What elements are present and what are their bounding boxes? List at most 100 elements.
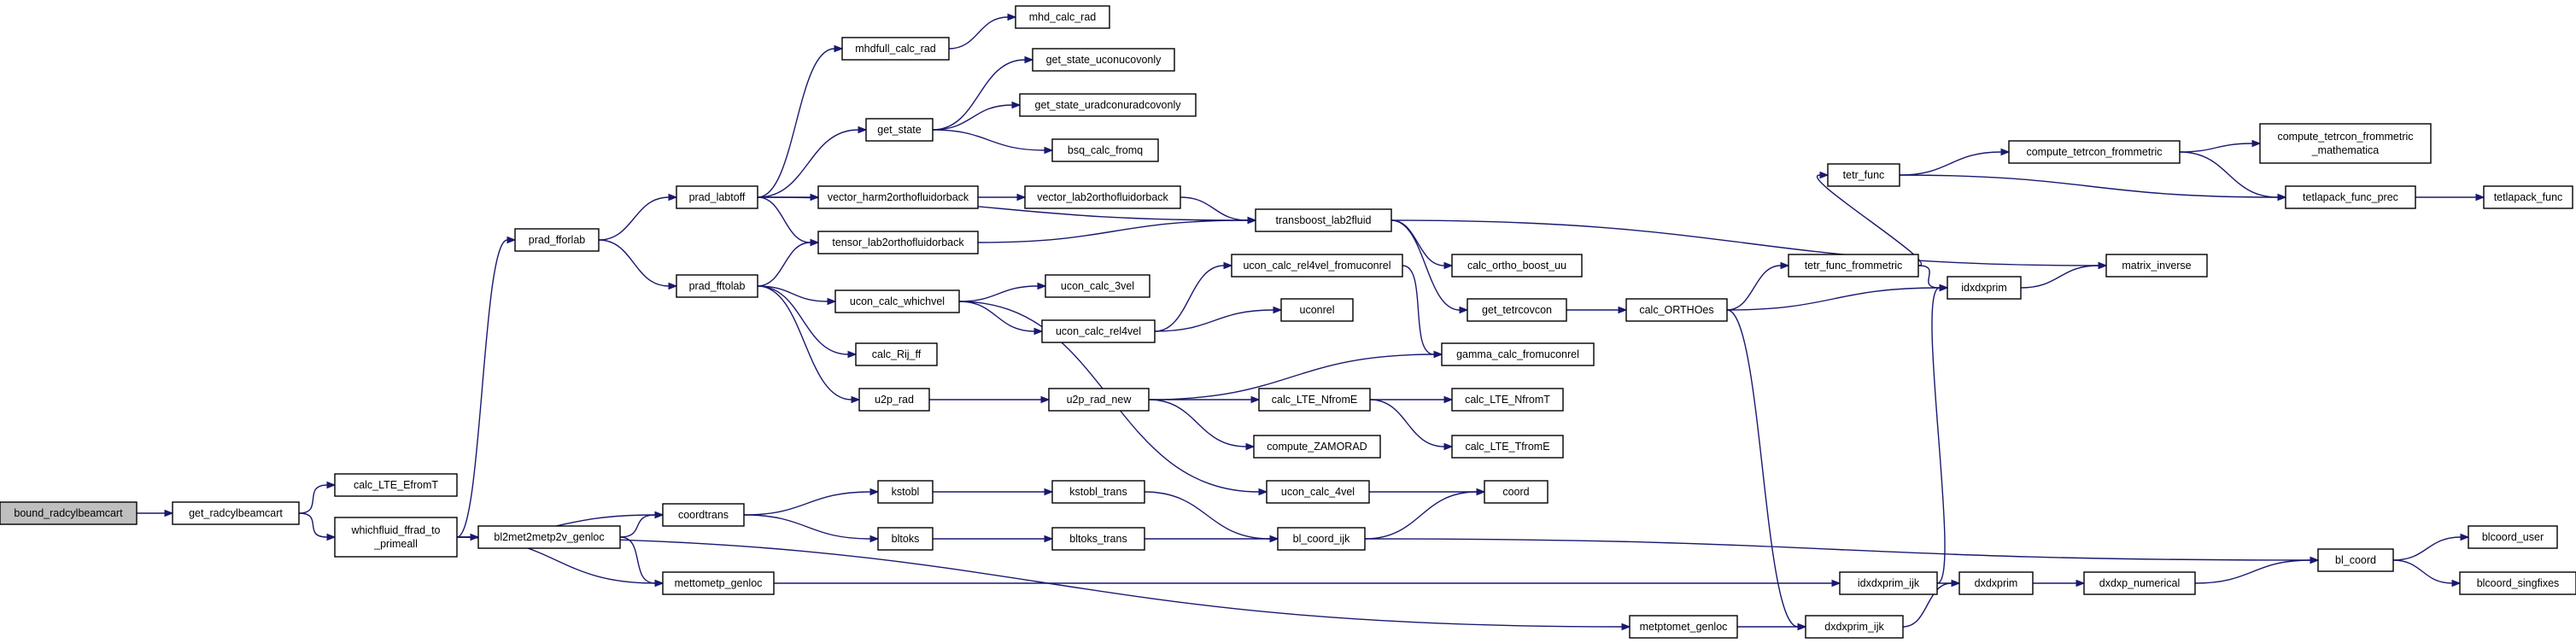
node-dxdxprim-ijk[interactable]: dxdxprim_ijk xyxy=(1805,615,1904,639)
arrowhead xyxy=(847,350,858,359)
node-u2p-rad-new[interactable]: u2p_rad_new xyxy=(1048,388,1150,412)
node-box xyxy=(1484,480,1549,504)
node-get-state-uradconuradcovonly[interactable]: get_state_uradconuradcovonly xyxy=(1019,93,1197,117)
node-box xyxy=(2459,571,2576,595)
node-vector-harm2orthofluidorback[interactable]: vector_harm2orthofluidorback xyxy=(817,185,979,209)
node-idxdxprim-ijk[interactable]: idxdxprim_ijk xyxy=(1839,571,1938,595)
node-get-radcylbeamcart[interactable]: get_radcylbeamcart xyxy=(172,501,300,525)
node-calc-Rij-ff[interactable]: calc_Rij_ff xyxy=(855,342,938,366)
node-label: bound_radcylbeamcart xyxy=(14,507,123,519)
edge-prad_fftolab-to-u2p_rad xyxy=(757,285,861,404)
node-box xyxy=(172,501,300,525)
node-dxdxprim[interactable]: dxdxprim xyxy=(1958,571,2034,595)
node-label: bsq_calc_fromq xyxy=(1068,144,1143,156)
node-bltoks-trans[interactable]: bltoks_trans xyxy=(1051,527,1145,551)
edge-line xyxy=(1726,287,1941,311)
node-kstobl-trans[interactable]: kstobl_trans xyxy=(1051,480,1145,504)
node-coord[interactable]: coord xyxy=(1484,480,1549,504)
node-ucon-calc-3vel[interactable]: ucon_calc_3vel xyxy=(1045,274,1150,298)
node-dxdxp-numerical[interactable]: dxdxp_numerical xyxy=(2083,571,2196,595)
arrowhead xyxy=(1044,535,1054,543)
edge-calc_ORTHOes-to-idxdxprim xyxy=(1726,284,1949,311)
node-box xyxy=(1280,298,1354,322)
node-ucon-calc-rel4vel[interactable]: ucon_calc_rel4vel xyxy=(1041,319,1156,343)
node-label: calc_LTE_NfromE xyxy=(1272,394,1358,406)
node-prad-labtoff[interactable]: prad_labtoff xyxy=(676,185,758,209)
node-label: calc_ORTHOes xyxy=(1639,304,1713,316)
node-tensor-lab2orthofluidorback[interactable]: tensor_lab2orthofluidorback xyxy=(817,231,979,254)
edge-get_tetrcovcon-to-calc_ORTHOes xyxy=(1566,306,1628,314)
node-box xyxy=(817,185,979,209)
node-bl2met2metp2v-genloc[interactable]: bl2met2metp2v_genloc xyxy=(477,525,621,549)
edge-line xyxy=(1902,582,1952,628)
arrowhead xyxy=(1250,395,1261,404)
node-tetlapack-func[interactable]: tetlapack_func xyxy=(2483,185,2573,209)
node-ucon-calc-whichvel[interactable]: ucon_calc_whichvel xyxy=(834,289,960,313)
edge-line xyxy=(1899,151,2002,176)
node-mettometp-genloc[interactable]: mettometp_genloc xyxy=(662,571,775,595)
node-metptomet-genloc[interactable]: metptomet_genloc xyxy=(1629,615,1738,639)
node-tetlapack-func-prec[interactable]: tetlapack_func_prec xyxy=(2285,185,2416,209)
node-blcoord-singfixes[interactable]: blcoord_singfixes xyxy=(2459,571,2576,595)
node-calc-LTE-NfromT[interactable]: calc_LTE_NfromT xyxy=(1451,388,1564,412)
node-bl-coord-ijk[interactable]: bl_coord_ijk xyxy=(1277,527,1366,551)
node-matrix-inverse[interactable]: matrix_inverse xyxy=(2105,254,2208,278)
node-calc-LTE-EfromT[interactable]: calc_LTE_EfromT xyxy=(334,473,458,497)
node-box xyxy=(1451,388,1564,412)
node-tetr-func[interactable]: tetr_func xyxy=(1827,163,1900,187)
arrowhead xyxy=(1016,193,1027,202)
edge-whichfluid_ffrad_to_primeall-to-metptomet_genloc xyxy=(456,536,1631,631)
edge-line xyxy=(2392,536,2462,561)
node-ucon-calc-4vel[interactable]: ucon_calc_4vel xyxy=(1266,480,1370,504)
node-box xyxy=(1266,480,1370,504)
node-calc-ortho-boost-uu[interactable]: calc_ortho_boost_uu xyxy=(1451,254,1583,278)
node-box xyxy=(858,388,930,412)
node-tetr-func-frommetric[interactable]: tetr_func_frommetric xyxy=(1788,254,1919,278)
node-compute-tetrcon-frommetric[interactable]: compute_tetrcon_frommetric xyxy=(2008,140,2181,164)
node-label: ucon_calc_rel4vel xyxy=(1056,325,1141,337)
node-uconrel[interactable]: uconrel xyxy=(1280,298,1354,322)
node-calc-ORTHOes[interactable]: calc_ORTHOes xyxy=(1625,298,1728,322)
edge-prad_fftolab-to-ucon_calc_whichvel xyxy=(757,285,837,306)
node-prad-fftolab[interactable]: prad_fftolab xyxy=(676,274,758,298)
node-calc-LTE-NfromE[interactable]: calc_LTE_NfromE xyxy=(1258,388,1371,412)
node-get-state[interactable]: get_state xyxy=(865,118,934,142)
arrowhead xyxy=(2460,533,2470,541)
edge-prad_fforlab-to-prad_labtoff xyxy=(598,193,678,241)
node-transboost-lab2fluid[interactable]: transboost_lab2fluid xyxy=(1255,208,1392,232)
node-compute-ZAMORAD[interactable]: compute_ZAMORAD xyxy=(1253,435,1381,459)
node-coordtrans[interactable]: coordtrans xyxy=(662,503,745,527)
edge-line xyxy=(2392,559,2453,584)
edge-transboost_lab2fluid-to-get_tetrcovcon xyxy=(1390,219,1469,314)
node-mhd-calc-rad[interactable]: mhd_calc_rad xyxy=(1015,5,1110,29)
node-label: tetr_func xyxy=(1843,169,1885,181)
node-kstobl[interactable]: kstobl xyxy=(877,480,934,504)
node-label: get_tetrcovcon xyxy=(1482,304,1552,316)
node-whichfluid-ffrad-to-primeall[interactable]: whichfluid_ffrad_to_primeall xyxy=(334,517,458,558)
node-get-state-uconucovonly[interactable]: get_state_uconucovonly xyxy=(1032,48,1175,72)
node-box xyxy=(2259,123,2432,164)
node-label: tetlapack_func xyxy=(2494,191,2563,203)
node-box xyxy=(1258,388,1371,412)
node-bltoks[interactable]: bltoks xyxy=(877,527,934,551)
node-bl-coord[interactable]: bl_coord xyxy=(2317,548,2394,572)
node-label: bl2met2metp2v_genloc xyxy=(494,531,604,543)
node-bsq-calc-fromq[interactable]: bsq_calc_fromq xyxy=(1051,138,1159,162)
node-vector-lab2orthofluidorback[interactable]: vector_lab2orthofluidorback xyxy=(1024,185,1181,209)
node-ucon-calc-rel4vel-fromuconrel[interactable]: ucon_calc_rel4vel_fromuconrel xyxy=(1231,254,1403,278)
node-u2p-rad[interactable]: u2p_rad xyxy=(858,388,930,412)
node-bound-radcylbeamcart[interactable]: bound_radcylbeamcart xyxy=(0,501,138,525)
node-label: _primeall xyxy=(373,538,418,550)
node-idxdxprim[interactable]: idxdxprim xyxy=(1947,276,2022,300)
node-mhdfull-calc-rad[interactable]: mhdfull_calc_rad xyxy=(841,37,950,61)
node-calc-LTE-TfromE[interactable]: calc_LTE_TfromE xyxy=(1451,435,1564,459)
node-box xyxy=(1467,298,1567,322)
edge-bl_coord_ijk-to-coord xyxy=(1364,488,1486,540)
node-prad-fforlab[interactable]: prad_fforlab xyxy=(514,228,600,252)
node-get-tetrcovcon[interactable]: get_tetrcovcon xyxy=(1467,298,1567,322)
node-compute-tetrcon-frommetric-mathematica[interactable]: compute_tetrcon_frommetric_mathematica xyxy=(2259,123,2432,164)
node-gamma-calc-fromuconrel[interactable]: gamma_calc_fromuconrel xyxy=(1441,342,1595,366)
node-blcoord-user[interactable]: blcoord_user xyxy=(2468,525,2558,549)
arrowhead xyxy=(1951,579,1961,587)
edge-line xyxy=(1817,174,1922,266)
